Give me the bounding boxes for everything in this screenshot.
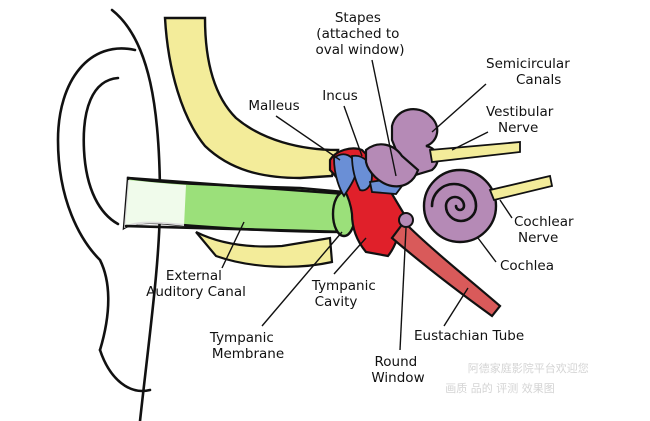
- canal-fade: [124, 180, 186, 228]
- leader-tympanic-membrane: [261, 231, 343, 327]
- leader-cochlear-nerve: [499, 199, 513, 219]
- label-cochlear-nerve: Cochlear Nerve: [514, 214, 578, 246]
- watermark: 阿德家庭影院平台欢迎您 画质 品的 评测 效果图: [445, 361, 592, 395]
- canal-tube-outline: [124, 176, 348, 234]
- temporal-bone-lower: [195, 231, 334, 268]
- label-incus: Incus: [322, 88, 358, 104]
- cochlea-shell: [422, 168, 498, 244]
- malleus-bone: [333, 153, 358, 198]
- label-tympanic-membrane: Tympanic Membrane: [209, 330, 284, 362]
- pinna-lobe: [98, 348, 152, 393]
- temporal-bone-upper: [163, 16, 340, 180]
- label-semicircular-canals: Semicircular Canals: [486, 56, 574, 88]
- vestibular-nerve-shape: [428, 141, 521, 163]
- leader-vestibular: [451, 131, 489, 151]
- leader-external-canal: [221, 221, 245, 269]
- leader-tympanic-cavity: [333, 237, 367, 275]
- eustachian-tube-shape: [390, 220, 502, 318]
- leader-stapes: [371, 59, 397, 177]
- leader-incus: [343, 105, 363, 157]
- leader-malleus: [275, 115, 341, 161]
- leader-eustachian: [443, 287, 469, 327]
- label-malleus: Malleus: [248, 98, 299, 114]
- leader-semicircular: [431, 83, 487, 133]
- label-round-window: Round Window: [371, 354, 424, 386]
- label-stapes: Stapes (attached to oval window): [315, 10, 404, 58]
- round-window-shape: [398, 212, 414, 228]
- vestibule-shape: [364, 143, 420, 188]
- leader-cochlea: [477, 237, 497, 263]
- label-eustachian-tube: Eustachian Tube: [414, 328, 524, 344]
- pinna-helix: [56, 47, 137, 352]
- label-external-auditory-canal: External Auditory Canal: [146, 268, 246, 300]
- label-tympanic-cavity: Tympanic Cavity: [311, 278, 380, 310]
- pinna-antihelix: [82, 76, 120, 226]
- cochlear-nerve-shape: [488, 174, 554, 202]
- label-cochlea: Cochlea: [500, 258, 554, 274]
- label-vestibular-nerve: Vestibular Nerve: [486, 104, 558, 136]
- leader-round-window: [399, 227, 407, 351]
- cochlea-spiral: [430, 182, 478, 223]
